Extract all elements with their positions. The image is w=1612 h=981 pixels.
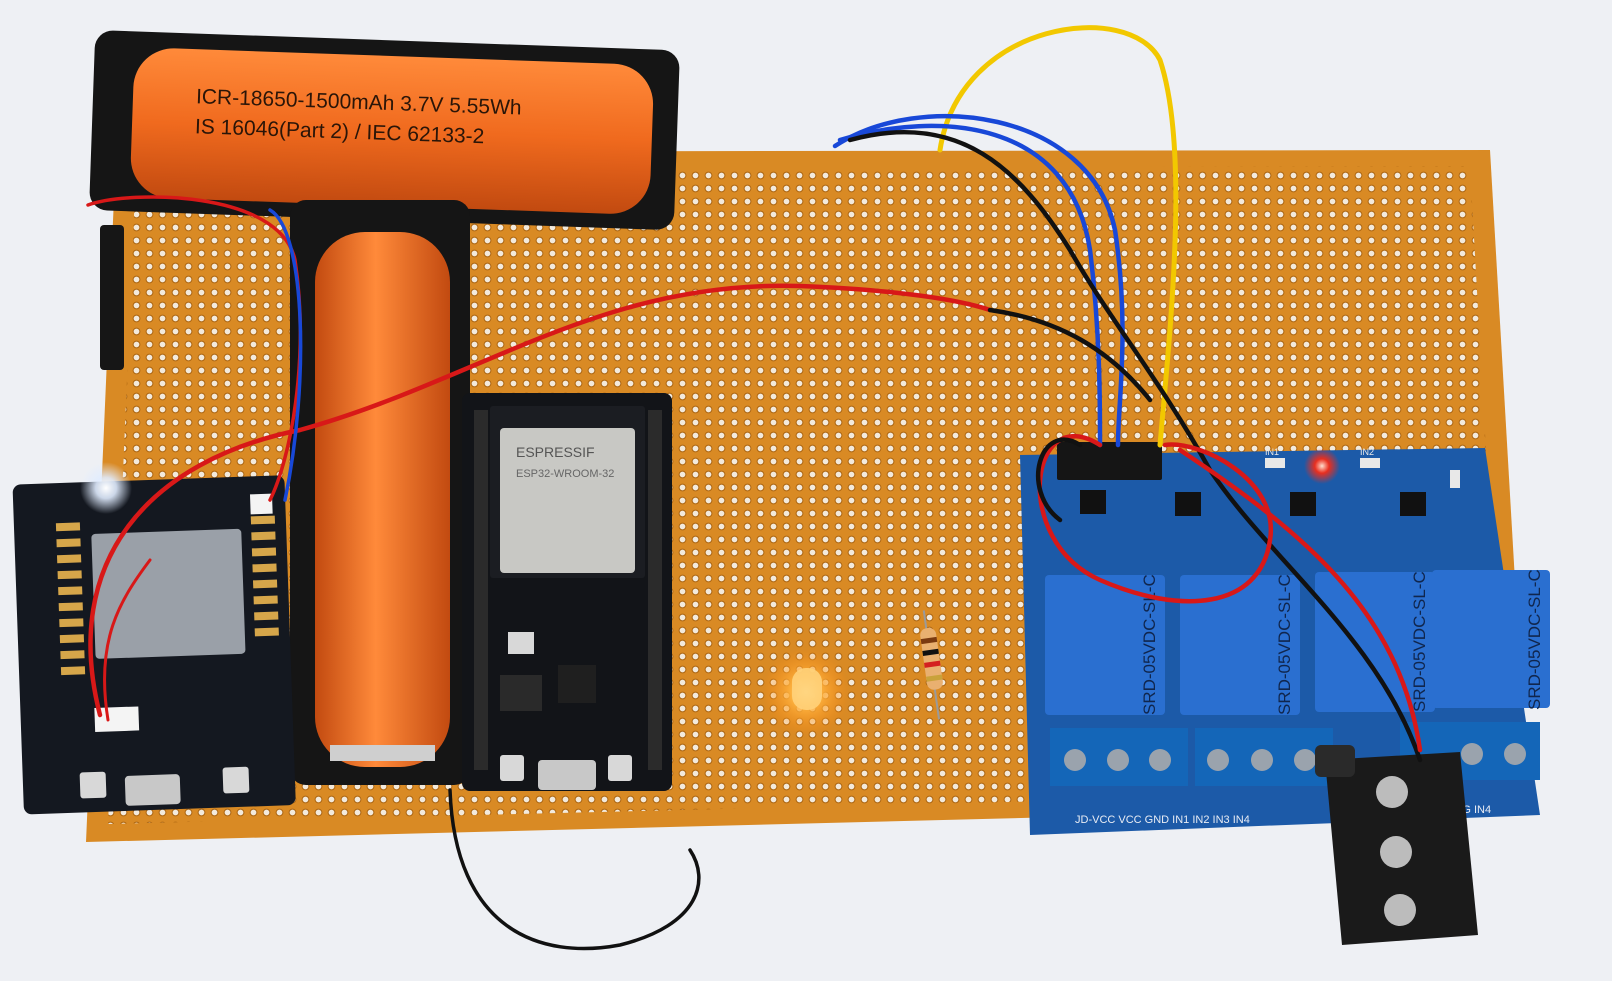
left-usb-port xyxy=(124,774,181,806)
relay-top-label-1: IN1 xyxy=(1265,447,1279,457)
relay-cube-3: SRD-05VDC-SL-C xyxy=(1315,571,1435,712)
relay-cube-4-label: SRD-05VDC-SL-C xyxy=(1525,569,1544,710)
wire-blue-1 xyxy=(832,113,1125,448)
wire-black-long xyxy=(987,307,1153,403)
wire-black-top xyxy=(847,129,1423,763)
relay-cube-4: SRD-05VDC-SL-C xyxy=(1432,569,1550,710)
wire-red-short xyxy=(103,558,152,722)
wire-black-loop xyxy=(1036,437,1083,523)
relay-input-header xyxy=(1057,442,1162,480)
relay-module: IN1 IN2 SRD-05VDC-SL-C SRD-05VDC-SL-C SR… xyxy=(1020,442,1550,835)
esp32-usb-port xyxy=(538,760,596,790)
relay-cube-1: SRD-05VDC-SL-C xyxy=(1045,574,1165,715)
battery-cell-vertical xyxy=(315,232,450,767)
esp32-button-en xyxy=(500,755,524,781)
esp32-button-boot xyxy=(608,755,632,781)
relay-terminal-blocks xyxy=(1050,722,1540,786)
battery-cell-top xyxy=(130,48,654,214)
esp32-module-shield xyxy=(500,428,635,573)
wire-blue-2 xyxy=(837,123,1103,448)
esp32-dev-board: ESPRESSIF ESP32-WROOM-32 xyxy=(462,393,672,791)
wire-battery-blue xyxy=(268,208,303,502)
orange-led xyxy=(762,648,850,736)
wire-red-dc xyxy=(1177,447,1423,753)
esp32-model-label: ESP32-WROOM-32 xyxy=(516,468,614,480)
left-module-shield xyxy=(91,528,246,659)
left-dev-board xyxy=(12,462,296,815)
battery-holder-top: ICR-18650-1500mAh 3.7V 5.55Wh IS 16046(P… xyxy=(89,30,680,230)
wire-yellow xyxy=(937,25,1179,448)
white-led-glow xyxy=(80,462,132,514)
left-button-en xyxy=(79,771,107,799)
left-button-boot xyxy=(222,766,250,794)
relay-power-led xyxy=(1304,448,1340,484)
relay-top-label-2: IN2 xyxy=(1360,447,1374,457)
relay-cube-3-label: SRD-05VDC-SL-C xyxy=(1410,571,1429,712)
wires xyxy=(86,25,1423,951)
resistor xyxy=(920,610,943,720)
wire-red-long xyxy=(88,283,993,718)
left-jst-connector-top xyxy=(249,493,273,515)
relay-cube-2: SRD-05VDC-SL-C xyxy=(1180,574,1300,715)
battery-clip-left xyxy=(100,225,124,370)
esp32-brand-label: ESPRESSIF xyxy=(516,444,595,460)
relay-pin-labels: JD-VCC VCC GND IN1 IN2 IN3 IN4 xyxy=(1075,814,1250,826)
battery-holder-vertical xyxy=(290,200,470,785)
relay-cube-2-label: SRD-05VDC-SL-C xyxy=(1275,574,1294,715)
dc-terminal-connector xyxy=(1315,745,1478,945)
wire-red-loop xyxy=(1037,434,1274,604)
relay-cube-1-label: SRD-05VDC-SL-C xyxy=(1140,574,1159,715)
wire-black-bottom-loop xyxy=(448,788,701,951)
